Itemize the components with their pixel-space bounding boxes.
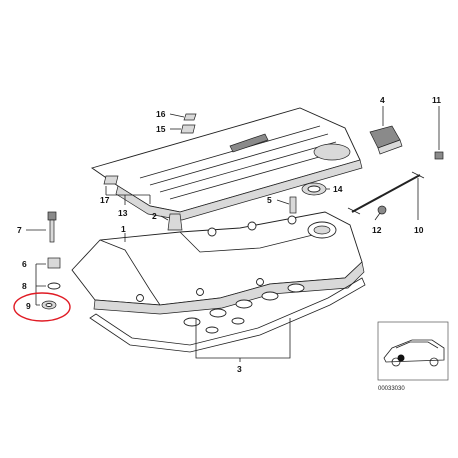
label-10: 10 [414, 225, 424, 235]
label-11: 11 [432, 95, 441, 105]
engine-cover [90, 107, 363, 221]
bolt-part-12 [377, 205, 387, 215]
label-17: 17 [100, 195, 110, 205]
bolt-part-7 [47, 211, 57, 243]
washer-part-8 [47, 282, 61, 290]
ring-part-14 [301, 182, 327, 196]
clip-part-15-16 [180, 113, 197, 134]
label-16: 16 [156, 109, 166, 119]
grommet-part-2 [167, 213, 183, 231]
label-4: 4 [380, 95, 385, 105]
label-15: 15 [156, 124, 166, 134]
leader-lines [26, 106, 440, 362]
gasket-set [89, 277, 366, 353]
label-12: 12 [372, 225, 382, 235]
label-7: 7 [17, 225, 22, 235]
valve-cover [71, 211, 365, 315]
label-5: 5 [267, 195, 272, 205]
highlight-circle [13, 292, 71, 322]
stud-part-5 [289, 196, 297, 214]
clip-part-17 [103, 175, 119, 185]
car-inset: 00033030 [377, 321, 449, 392]
label-6: 6 [22, 259, 27, 269]
label-1: 1 [121, 224, 126, 234]
nut-part-6 [47, 257, 61, 269]
rubber-cap-part-4 [369, 125, 403, 155]
diagram-code: 00033030 [378, 386, 405, 392]
location-marker-icon [397, 354, 405, 362]
cable-holder-part-10 [347, 171, 425, 215]
nut-part-11 [434, 120, 444, 160]
label-8: 8 [22, 281, 27, 291]
label-14: 14 [333, 184, 343, 194]
seal-part-9 [41, 300, 57, 310]
label-13: 13 [118, 208, 128, 218]
label-9: 9 [26, 301, 31, 311]
label-3: 3 [237, 364, 242, 374]
label-2: 2 [152, 211, 157, 221]
part-labels: 16 15 4 11 14 5 2 17 13 10 12 1 7 6 8 9 … [17, 95, 441, 374]
